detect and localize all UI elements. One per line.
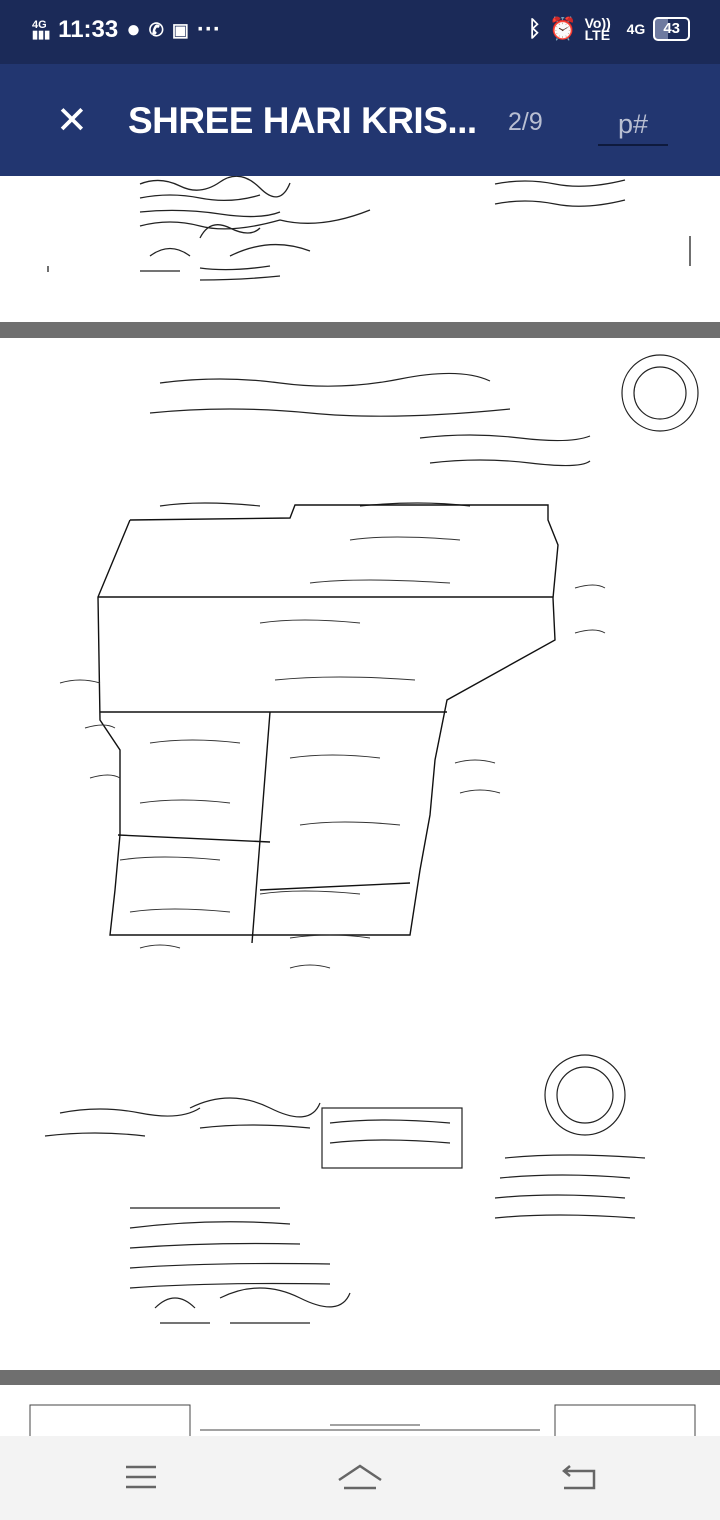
clock: 11:33 (58, 16, 119, 43)
status-bar: 4G▮▮▮ 11:33 ● ✆ ▣ ··· ᛒ ⏰ Vo)) LTE 4G 43 (0, 0, 720, 64)
data-network-indicator: 4G (626, 21, 646, 37)
pdf-page-3 (0, 1385, 720, 1440)
signal-icon: 4G▮▮▮ (32, 19, 51, 41)
gallery-icon: ▣ (171, 19, 189, 40)
whatsapp-icon: ✆ (148, 19, 164, 40)
toolbar: ✕ SHREE HARI KRIS... 2/9 (0, 64, 720, 176)
close-icon[interactable]: ✕ (56, 100, 88, 142)
scanned-stamps-signatures (47, 176, 691, 281)
back-icon[interactable] (560, 1462, 598, 1492)
more-icon: ··· (196, 16, 221, 43)
page-indicator: 2/9 (508, 108, 543, 136)
scanned-layout-plan (29, 1404, 696, 1440)
scanned-land-survey-map (44, 354, 699, 1324)
document-title: SHREE HARI KRIS... (128, 100, 477, 141)
pdf-page-1 (0, 176, 720, 322)
home-icon[interactable] (336, 1462, 384, 1494)
alarm-icon: ⏰ (549, 16, 577, 41)
document-viewer[interactable] (0, 176, 720, 1440)
battery-icon: 43 (653, 17, 690, 41)
system-navigation-bar (0, 1436, 720, 1520)
volte-indicator: Vo)) LTE (584, 15, 611, 43)
page-number-input[interactable] (598, 104, 668, 146)
bluetooth-icon: ᛒ (528, 16, 542, 41)
pdf-page-2 (0, 338, 720, 1370)
menu-icon[interactable] (124, 1462, 158, 1492)
chat-icon: ● (126, 16, 141, 43)
